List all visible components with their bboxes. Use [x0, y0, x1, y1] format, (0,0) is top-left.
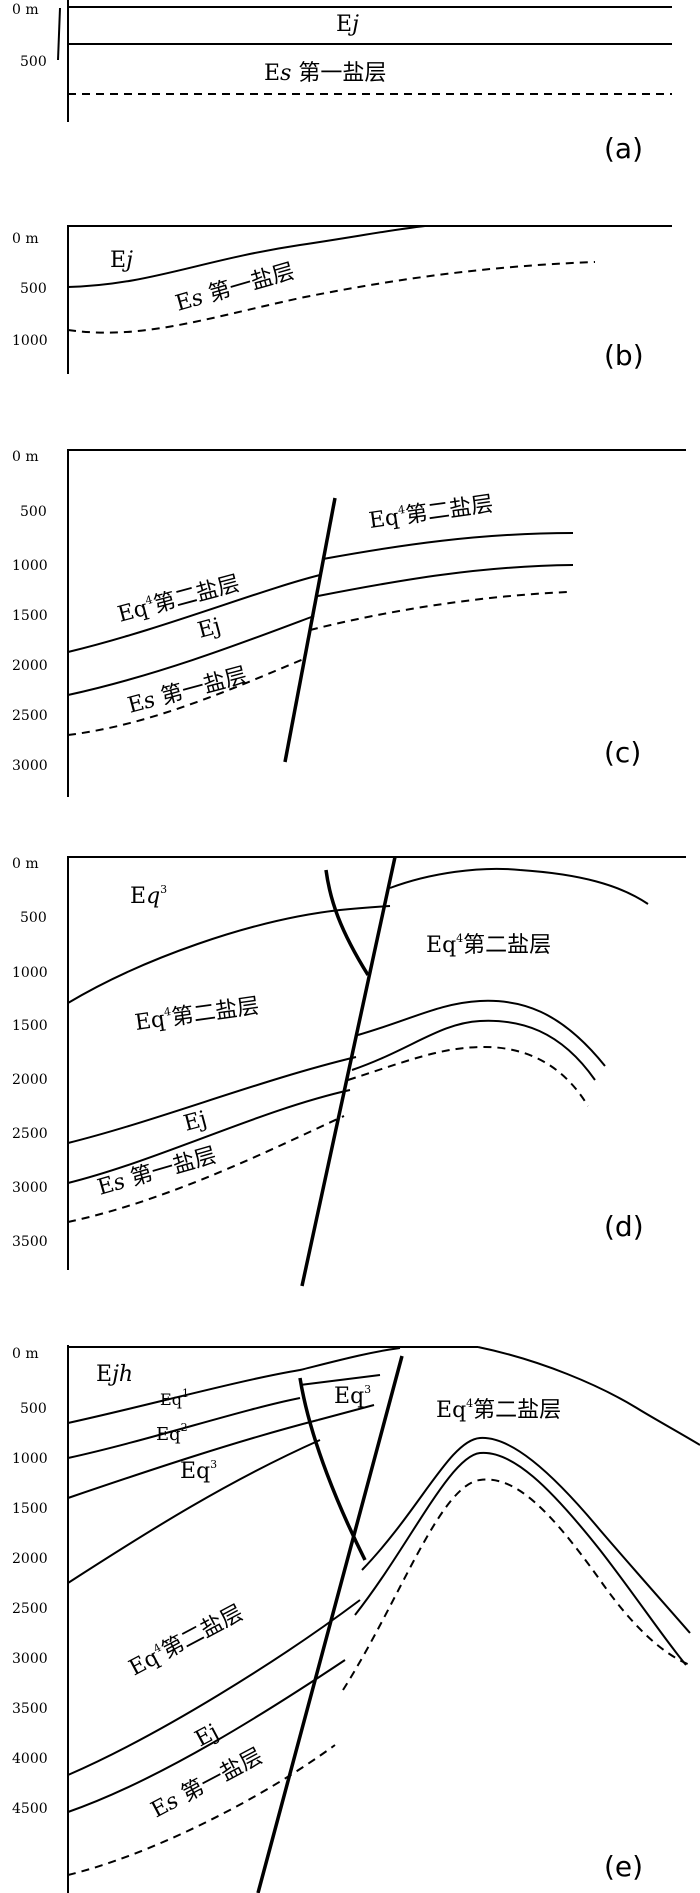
- layer-label-eq2: Eq2: [156, 1421, 188, 1445]
- layer-label-eq4-right: Eq4第二盐层: [426, 932, 551, 958]
- layer-label-ej: Ej: [336, 12, 359, 37]
- depth-tick: 500: [20, 1401, 47, 1417]
- panel-label: (d): [604, 1210, 644, 1243]
- eq4-base-line-left: [67, 574, 321, 653]
- depth-tick: 2000: [12, 1551, 48, 1567]
- layer-label-eq4-right: Eq4第二盐层: [436, 1397, 561, 1423]
- layer-label-ejh: Ejh: [96, 1362, 133, 1387]
- salt-base-line-left: [67, 657, 307, 736]
- tick-mark: [57, 7, 61, 61]
- layer-label-eq3-wedge: Eq3: [334, 1383, 371, 1409]
- layer-label-ej: Ej: [181, 1107, 210, 1137]
- ej-base-line-left: [67, 615, 315, 696]
- depth-tick: 1000: [12, 558, 48, 574]
- depth-tick: 500: [20, 504, 47, 520]
- eq4-base-line-right: [357, 999, 606, 1067]
- salt-base-line-right: [309, 591, 569, 631]
- salt-base-line-right: [342, 1478, 691, 1691]
- depth-tick: 0 m: [12, 2, 39, 18]
- eq3-base-line: [67, 1439, 321, 1584]
- depth-tick: 3500: [12, 1234, 48, 1250]
- depth-tick: 1500: [12, 1501, 48, 1517]
- depth-tick: 1000: [12, 1451, 48, 1467]
- layer-label-eq4-right: Eq4第二盐层: [367, 491, 495, 534]
- eq3-base-line: [67, 905, 391, 1004]
- layer-label-es: Es 第一盐层: [125, 663, 250, 719]
- depth-tick: 2000: [12, 658, 48, 674]
- eq4-base-line-right: [322, 532, 574, 560]
- depth-tick: 3000: [12, 1651, 48, 1667]
- depth-tick: 0 m: [12, 449, 39, 465]
- panel-label: (c): [604, 736, 641, 769]
- depth-tick: 500: [20, 910, 47, 926]
- salt-base-line: [67, 261, 596, 334]
- layer-label-es: Es 第一盐层: [95, 1143, 220, 1201]
- depth-tick: 2500: [12, 708, 48, 724]
- eq2-base-line: [67, 1419, 319, 1499]
- depth-tick: 3500: [12, 1701, 48, 1717]
- depth-tick: 500: [20, 54, 47, 70]
- eq4-base-line-left: [67, 1056, 357, 1144]
- ej-base-line-right: [317, 564, 574, 597]
- layer-label-es: Es 第一盐层: [264, 61, 386, 86]
- depth-tick: 0 m: [12, 1346, 39, 1362]
- eq1-base-line: [67, 1397, 301, 1459]
- wedge-top-line: [299, 1374, 381, 1386]
- layer-label-eq1: Eq1: [160, 1387, 189, 1409]
- layer-label-eq3: Eq3: [130, 883, 167, 909]
- panel-d: 0 m 500 1000 1500 2000 2500 3000 3500 Eq…: [12, 856, 686, 1287]
- panel-c: 0 m 500 1000 1500 2000 2500 3000 Eq4第二盐层…: [12, 449, 686, 797]
- layer-label-ej: Ej: [110, 248, 133, 273]
- salt-base-line-right: [347, 1045, 589, 1107]
- depth-tick: 2000: [12, 1072, 48, 1088]
- ej-base-line-right: [351, 1019, 596, 1081]
- depth-tick: 1500: [12, 608, 48, 624]
- panel-e: 0 m 500 1000 1500 2000 2500 3000 3500 40…: [12, 1345, 700, 1893]
- salt-base-line-left: [67, 1115, 345, 1223]
- depth-tick: 0 m: [12, 231, 39, 247]
- depth-tick: 3000: [12, 1180, 48, 1196]
- panel-a: 0 m 500 Ej Es 第一盐层 (a): [12, 0, 672, 165]
- layer-label-ej: Ej: [195, 614, 224, 644]
- salt-base-line-left: [67, 1744, 336, 1876]
- surface-right-line: [477, 1346, 700, 1446]
- layer-label-eq4-left: Eq4第二盐层: [125, 1600, 248, 1682]
- depth-tick: 1000: [12, 333, 48, 349]
- layer-label-eq4-left: Eq4第二盐层: [133, 993, 261, 1036]
- wedge-base-line: [317, 1404, 375, 1421]
- ej-base-line: [67, 225, 426, 288]
- minor-fault: [324, 869, 370, 976]
- layer-label-es: Es 第一盐层: [147, 1744, 267, 1824]
- eq4-base-line-right: [361, 1436, 691, 1634]
- depth-tick: 500: [20, 281, 47, 297]
- panel-label: (b): [604, 339, 644, 372]
- panel-label: (a): [604, 132, 643, 165]
- depth-tick: 4000: [12, 1751, 48, 1767]
- ej-base-line-left: [67, 1089, 351, 1184]
- layer-label-eq3-left: Eq3: [180, 1458, 217, 1484]
- depth-tick: 1000: [12, 965, 48, 981]
- fault-line: [256, 1355, 404, 1893]
- panel-label: (e): [604, 1850, 643, 1883]
- panel-b: 0 m 500 1000 Ej Es 第一盐层 (b): [12, 225, 672, 374]
- depth-tick: 2500: [12, 1126, 48, 1142]
- depth-tick: 3000: [12, 758, 48, 774]
- fault-line: [283, 497, 337, 763]
- depth-tick: 2500: [12, 1601, 48, 1617]
- ejh-base-line: [67, 1347, 401, 1424]
- depth-tick: 1500: [12, 1018, 48, 1034]
- depth-tick: 4500: [12, 1801, 48, 1817]
- ej-base-line-right: [354, 1451, 687, 1666]
- minor-fault: [298, 1377, 367, 1561]
- layer-label-ej: Ej: [191, 1719, 223, 1752]
- fault-line: [300, 856, 397, 1287]
- eq4-base-line-left: [67, 1599, 361, 1776]
- surface-upper-line: [389, 867, 649, 905]
- depth-tick: 0 m: [12, 856, 39, 872]
